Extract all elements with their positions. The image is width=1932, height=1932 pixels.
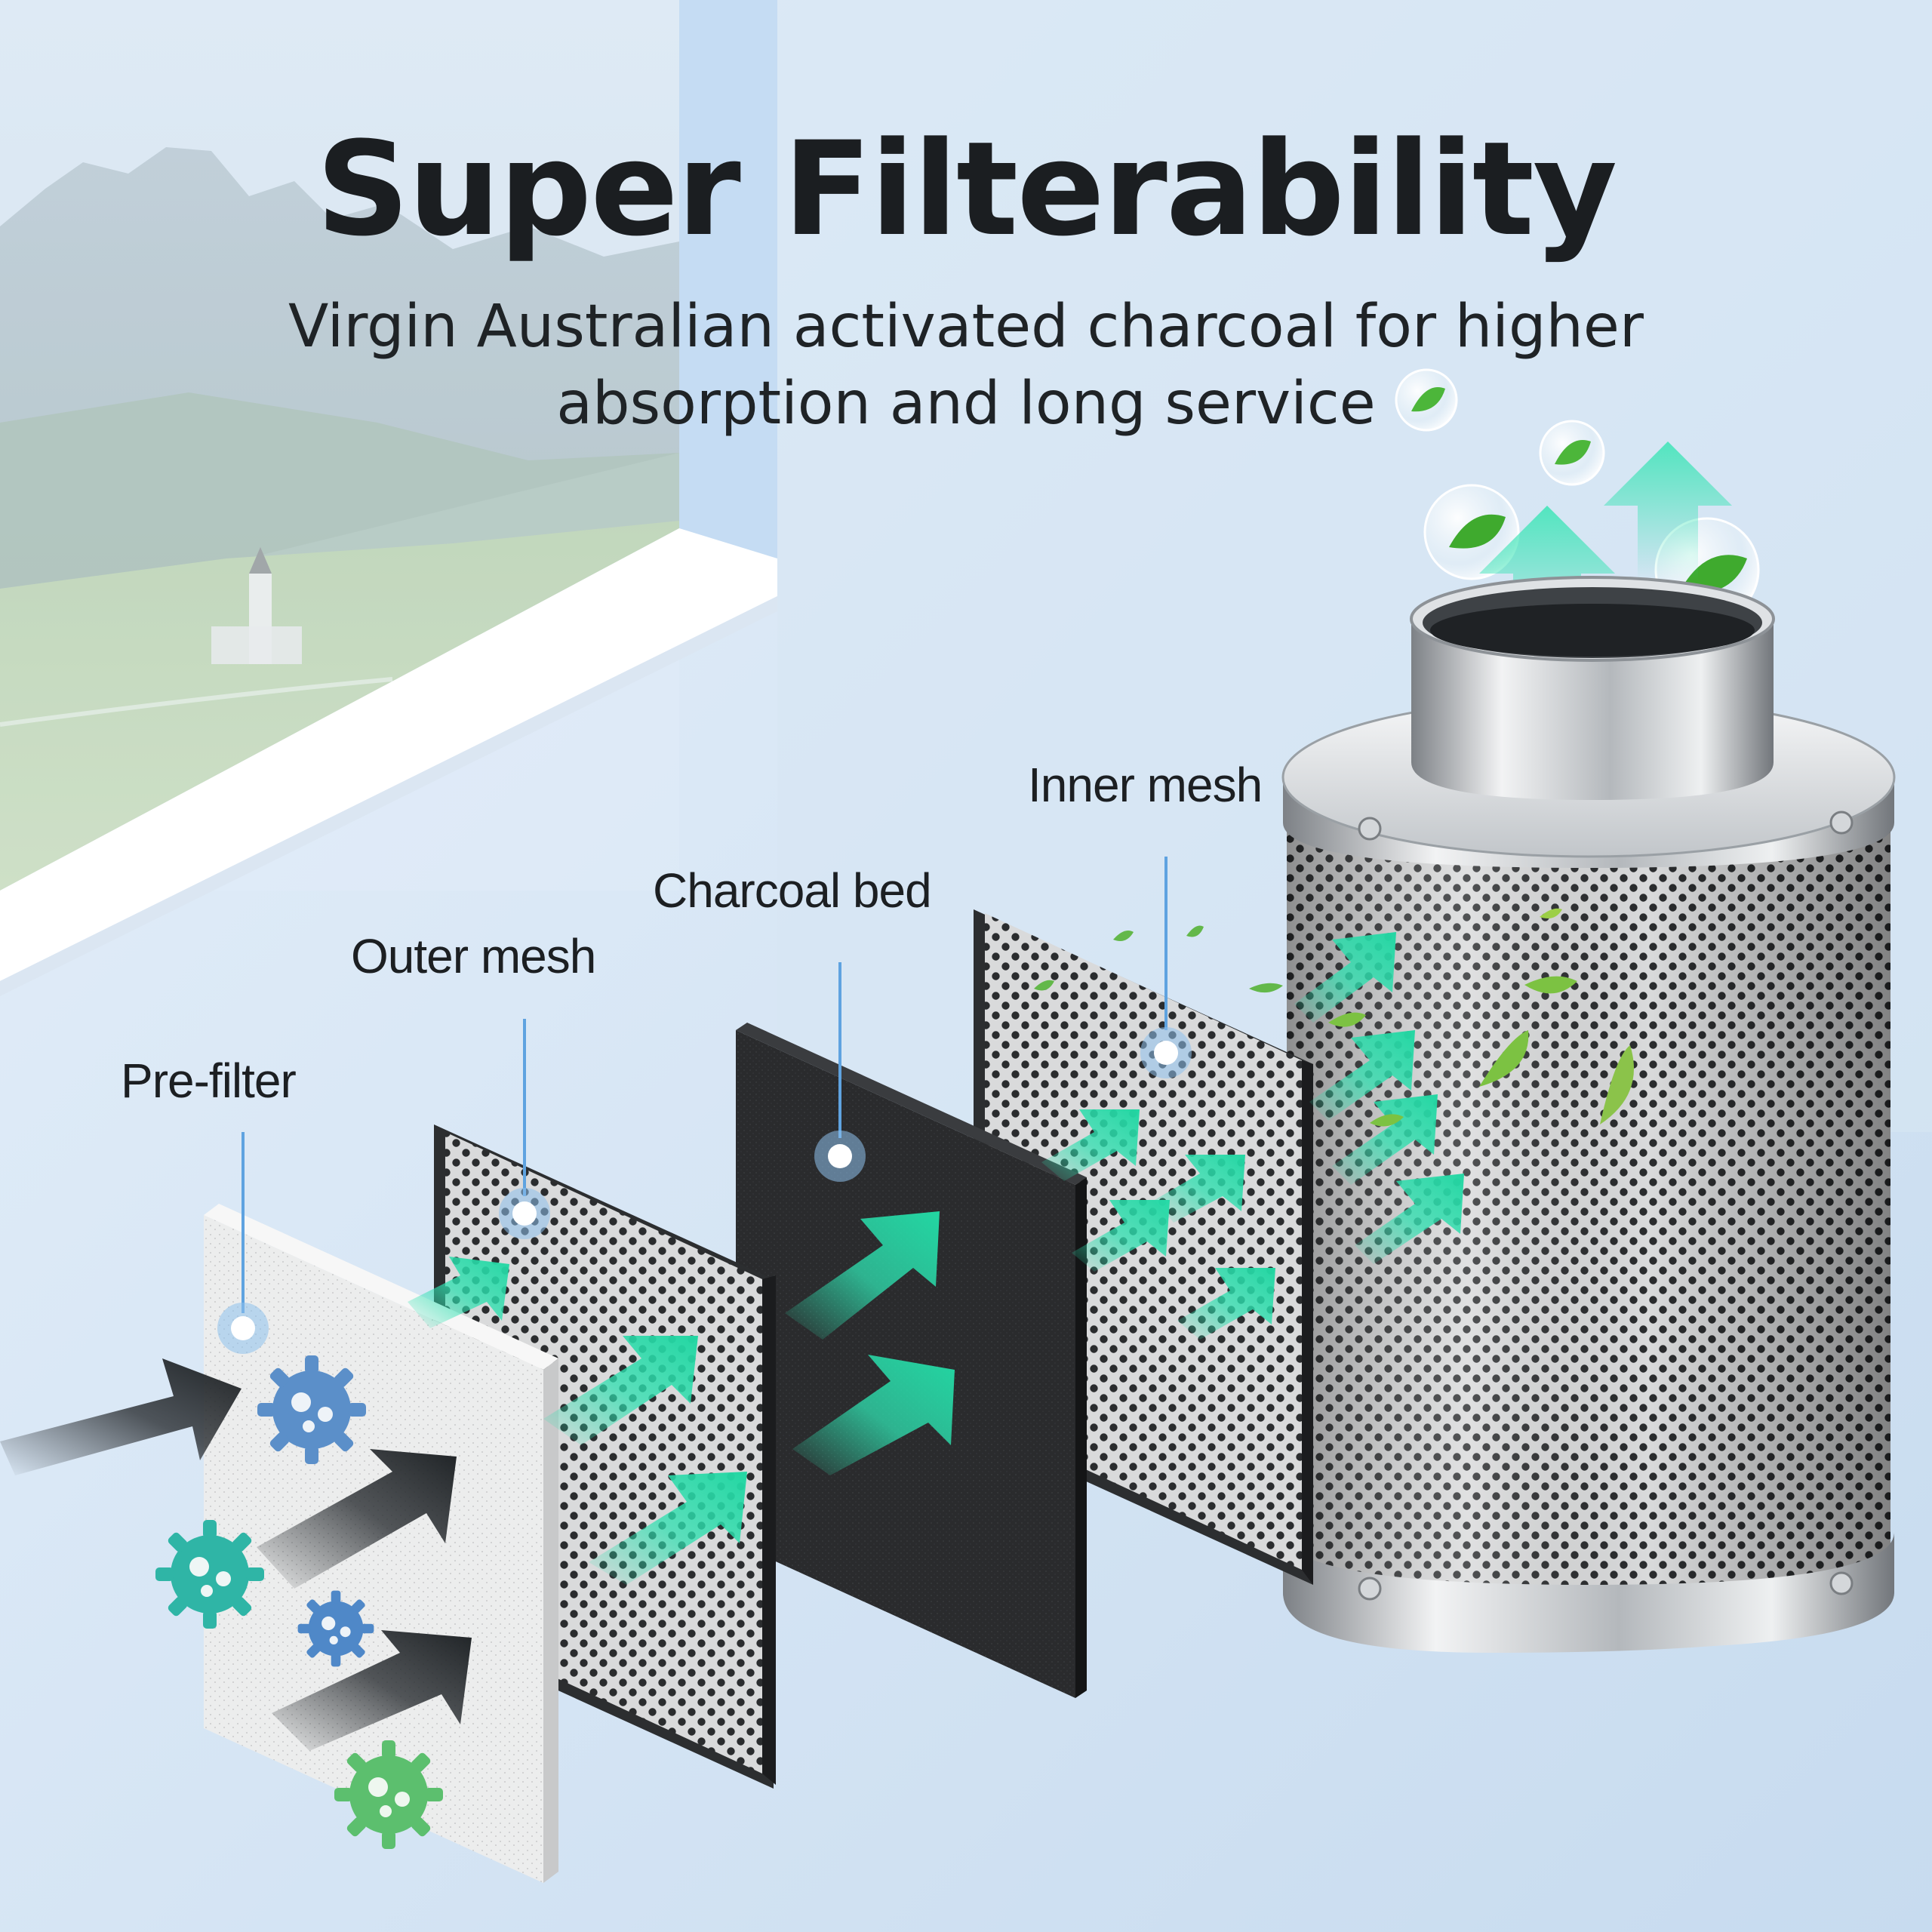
arrow-icon (1041, 1109, 1140, 1181)
bubble-icon (1395, 368, 1458, 432)
leaf-icon (1186, 925, 1204, 937)
leaf-icon (1411, 387, 1445, 412)
arrow-icon (1294, 932, 1396, 1023)
arrow-icon (408, 1257, 509, 1328)
callout-markers (242, 857, 1168, 1313)
leaf-icon (1600, 1045, 1634, 1124)
window-frame (679, 0, 777, 558)
leaf-icon (1328, 1012, 1366, 1027)
subtitle-line-2: absorption and long service (556, 370, 1376, 438)
carbon-filter (1281, 576, 1896, 1653)
leaf-icon (1449, 514, 1506, 549)
marker-icon (1140, 1027, 1192, 1078)
germ-icon (257, 1355, 366, 1464)
arrow-icon (589, 1472, 747, 1585)
arrow-icon (1355, 1174, 1464, 1264)
arrow-icon (257, 1449, 457, 1589)
leaf-icon (1555, 440, 1591, 465)
marker-icon (814, 1131, 866, 1182)
arrow-icon (1604, 441, 1732, 581)
leaf-icon (1034, 980, 1054, 991)
leaf-icon (1249, 983, 1283, 993)
flying-leaves (1034, 908, 1634, 1127)
leaf-icon (1370, 1114, 1404, 1127)
germ-icon (155, 1520, 264, 1629)
leaf-icon (1540, 908, 1562, 919)
leaf-icon (1524, 976, 1577, 994)
page-title: Super Filterability (315, 113, 1617, 265)
bubble-icon (1539, 420, 1605, 486)
subtitle: Virgin Australian activated charcoal for… (287, 288, 1645, 442)
arrow-icon (1309, 1030, 1415, 1121)
subtitle-line-1: Virgin Australian activated charcoal for… (288, 293, 1644, 361)
arrow-icon (1072, 1200, 1170, 1272)
arrow-icon (1155, 1155, 1245, 1223)
leaf-icon (1113, 930, 1134, 942)
label-outer-mesh: Outer mesh (351, 929, 596, 983)
clean-air-arrows (408, 932, 1464, 1585)
label-pre-filter: Pre-filter (121, 1054, 297, 1108)
window-landscape (0, 0, 679, 891)
arrow-icon (272, 1630, 472, 1751)
germ-icon (297, 1590, 374, 1667)
arrow-icon (0, 1358, 242, 1475)
arrow-icon (792, 1355, 955, 1475)
leaf-icon (1479, 1030, 1529, 1087)
label-inner-mesh: Inner mesh (1028, 758, 1263, 812)
germ-icon (334, 1740, 443, 1849)
arrow-icon (785, 1211, 940, 1340)
window-sill (0, 528, 777, 981)
marker-icon (217, 1303, 269, 1354)
arrow-icon (1332, 1094, 1438, 1185)
bubble-icon (1423, 484, 1520, 580)
dirty-air-arrows (0, 1358, 472, 1751)
marker-icon (499, 1188, 550, 1239)
label-charcoal-bed: Charcoal bed (653, 863, 932, 918)
arrow-icon (543, 1336, 698, 1445)
arrow-icon (1177, 1268, 1275, 1340)
